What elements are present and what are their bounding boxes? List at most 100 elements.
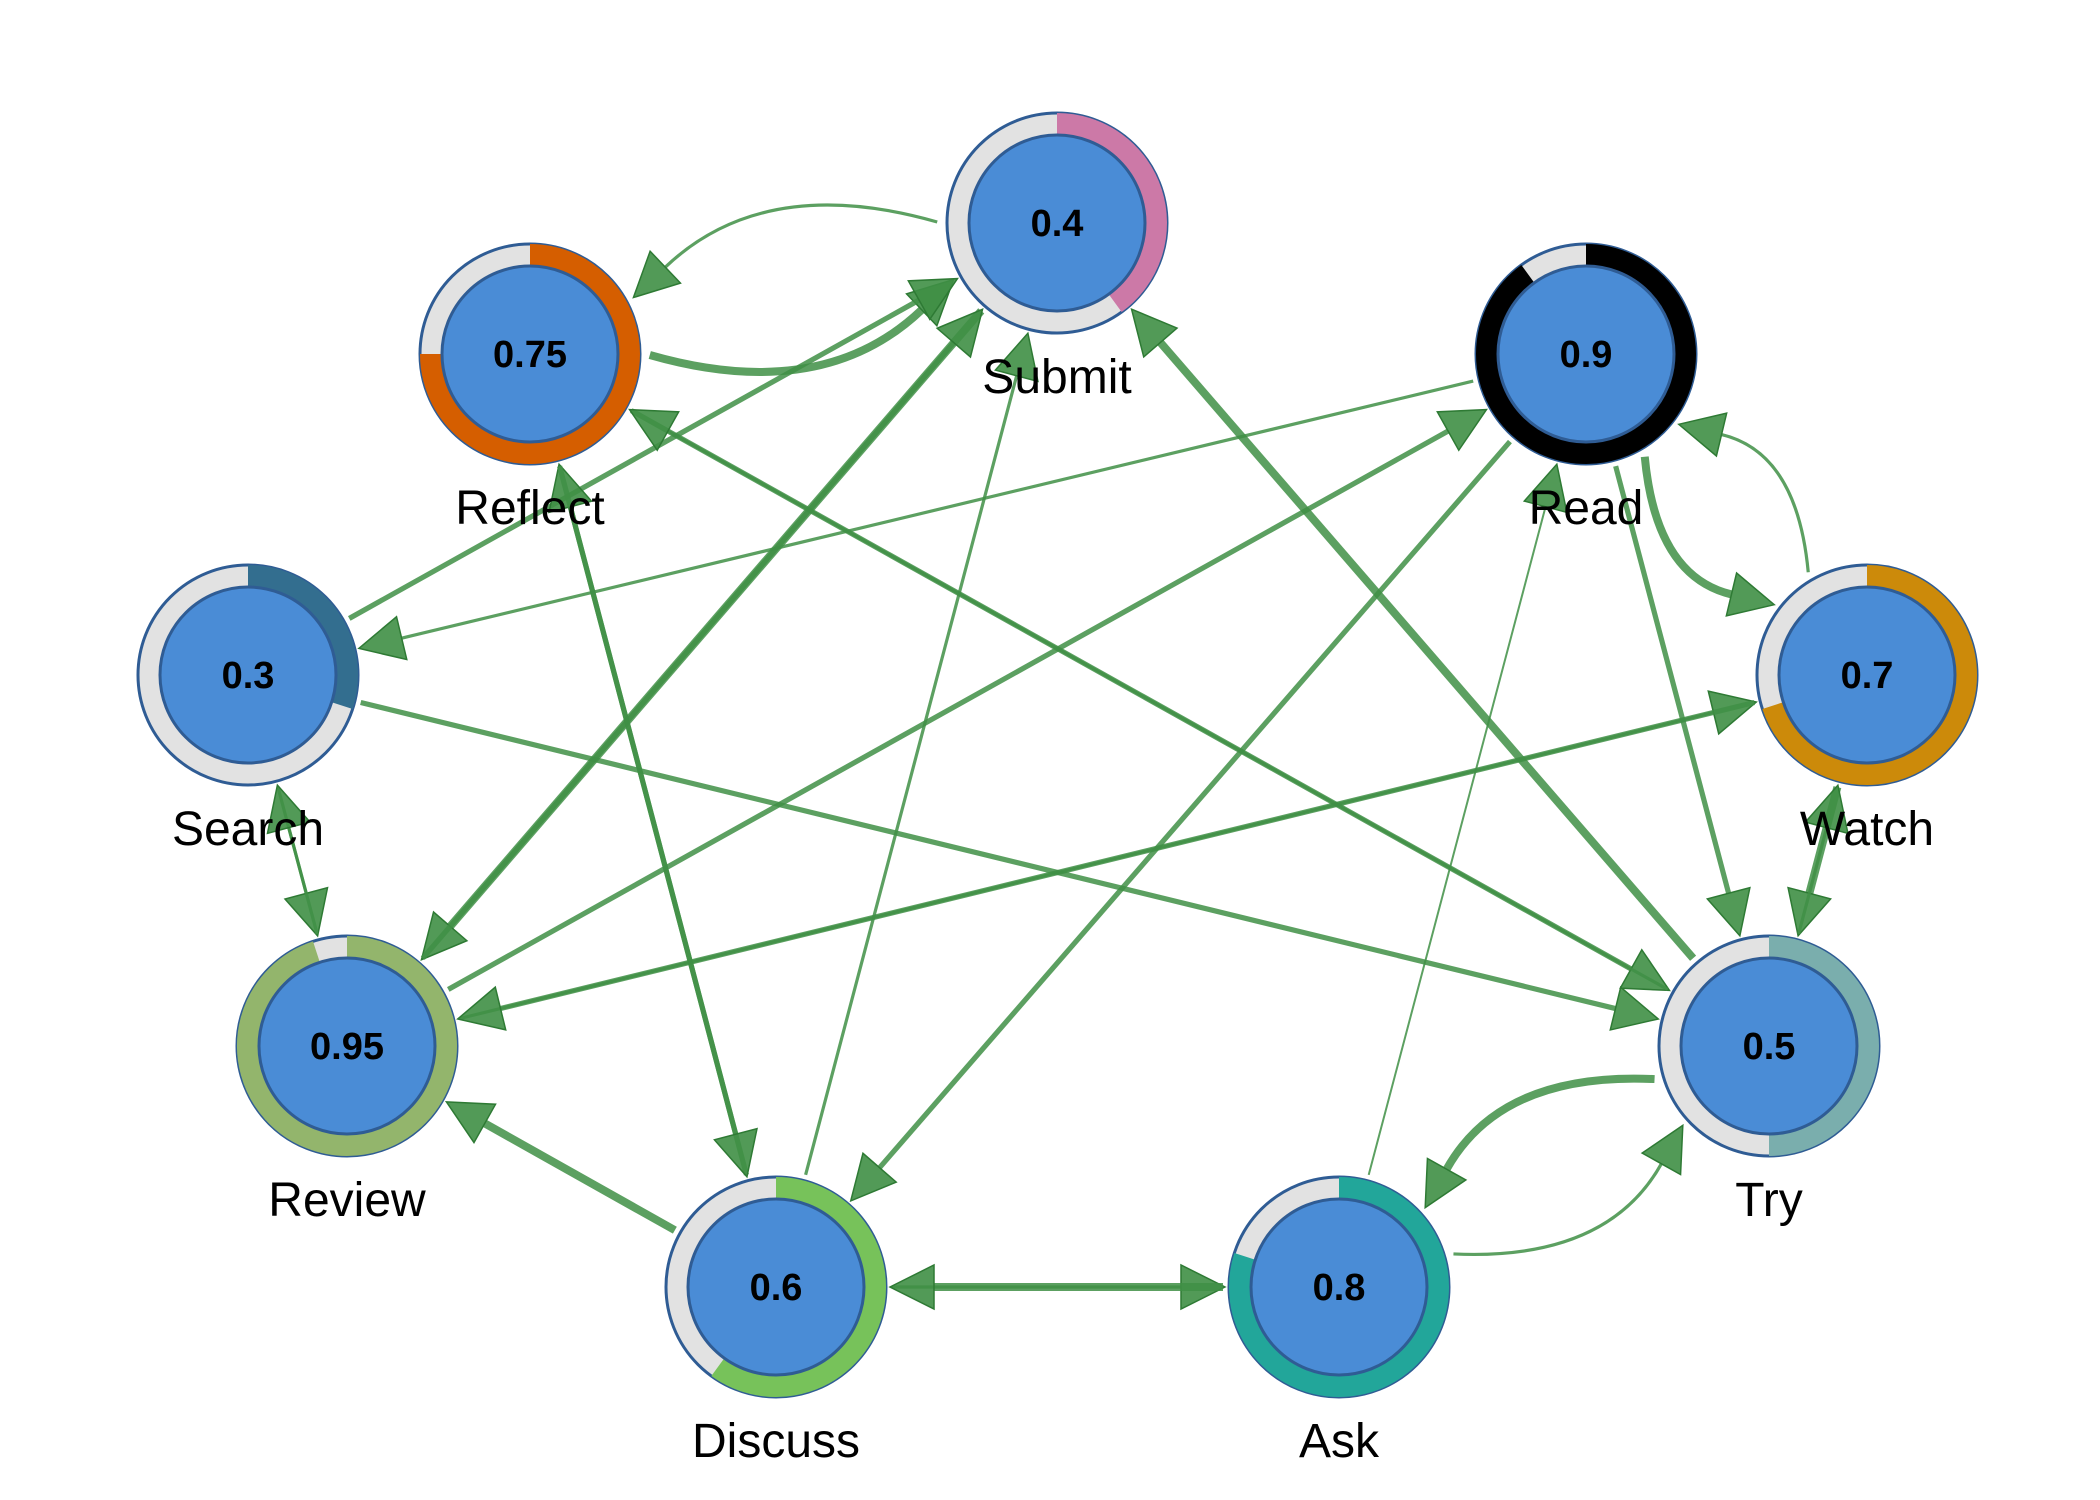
edge-line bbox=[877, 439, 1512, 1170]
node-value: 0.7 bbox=[1841, 655, 1894, 697]
node-label: Read bbox=[1529, 482, 1644, 535]
arrowhead-icon bbox=[628, 408, 680, 452]
node-value: 0.8 bbox=[1313, 1267, 1366, 1309]
node-label: Search bbox=[172, 803, 324, 856]
progress-ring bbox=[420, 244, 640, 464]
edge-line bbox=[420, 340, 956, 960]
edge-try-to-submit bbox=[1130, 307, 1697, 961]
node-value: 0.3 bbox=[222, 655, 275, 697]
edge-line bbox=[667, 429, 1669, 991]
node-core bbox=[1777, 585, 1957, 765]
arrowhead-icon bbox=[266, 783, 312, 835]
node-core bbox=[257, 956, 437, 1136]
edge-search-to-try bbox=[360, 699, 1660, 1031]
edge-watch-to-read bbox=[1677, 412, 1810, 573]
node-core bbox=[158, 585, 338, 765]
arrowhead-icon bbox=[994, 331, 1039, 383]
arrowhead-icon bbox=[456, 985, 507, 1031]
edge-try-to-watch bbox=[1797, 783, 1849, 935]
node-core bbox=[967, 133, 1147, 313]
arrowhead-icon bbox=[1424, 1157, 1468, 1210]
node-value: 0.9 bbox=[1560, 334, 1613, 376]
edge-review-to-submit bbox=[420, 308, 984, 960]
arrowhead-icon bbox=[1804, 783, 1849, 835]
node-core bbox=[440, 264, 620, 444]
edge-read-to-discuss bbox=[849, 439, 1512, 1203]
arrowhead-icon bbox=[1436, 408, 1488, 452]
node-value: 0.4 bbox=[1031, 203, 1084, 245]
node-label: Try bbox=[1735, 1174, 1803, 1227]
edge-line bbox=[287, 827, 319, 935]
edge-discuss-to-review bbox=[444, 1101, 677, 1234]
progress-ring bbox=[1762, 565, 1977, 785]
edge-reflect-to-discuss bbox=[557, 465, 758, 1179]
progress-ring bbox=[237, 936, 457, 1156]
node-value: 0.95 bbox=[310, 1026, 384, 1068]
edge-read-to-search bbox=[357, 379, 1474, 661]
node-label: Ask bbox=[1299, 1415, 1380, 1468]
node-value: 0.5 bbox=[1743, 1026, 1796, 1068]
progress-ring bbox=[711, 1177, 886, 1397]
progress-ring bbox=[1056, 113, 1167, 312]
edge-try-to-ask bbox=[1424, 1074, 1655, 1210]
edge-line bbox=[482, 1119, 677, 1234]
edge-line bbox=[347, 297, 921, 621]
arrowhead-icon bbox=[1725, 571, 1776, 617]
edge-line bbox=[499, 699, 1755, 1012]
edge-line bbox=[447, 428, 1450, 992]
arrowhead-icon bbox=[849, 1151, 898, 1203]
edge-read-to-watch bbox=[1640, 456, 1776, 617]
edge-ask-to-discuss bbox=[888, 1263, 1223, 1311]
arrowhead-icon bbox=[888, 1263, 935, 1311]
edge-line bbox=[1797, 827, 1829, 935]
edge-watch-to-review bbox=[456, 699, 1755, 1031]
arrowhead-icon bbox=[444, 1101, 497, 1144]
edges-layer bbox=[266, 203, 1849, 1311]
node-core bbox=[1679, 956, 1859, 1136]
arrowhead-icon bbox=[1130, 307, 1179, 359]
arrowhead-icon bbox=[1522, 462, 1568, 514]
node-core bbox=[686, 1197, 866, 1377]
arrowhead-icon bbox=[1705, 886, 1751, 938]
arrowhead-icon bbox=[713, 1127, 758, 1179]
edge-review-to-search bbox=[266, 783, 319, 935]
edge-ask-to-read bbox=[1367, 462, 1568, 1176]
arrowhead-icon bbox=[1677, 412, 1728, 458]
node-label: Watch bbox=[1800, 803, 1934, 856]
progress-ring bbox=[1229, 1177, 1449, 1397]
arrowhead-icon bbox=[1640, 1123, 1684, 1176]
progress-ring bbox=[1768, 936, 1879, 1156]
arrowhead-icon bbox=[907, 277, 959, 321]
node-label: Reflect bbox=[455, 482, 604, 535]
arrowhead-icon bbox=[1609, 985, 1660, 1031]
edge-line bbox=[1443, 1074, 1655, 1172]
node-value: 0.6 bbox=[750, 1267, 803, 1309]
arrowhead-icon bbox=[632, 249, 682, 299]
edge-line bbox=[557, 465, 739, 1135]
edge-line bbox=[804, 375, 1019, 1176]
node-label: Discuss bbox=[692, 1415, 860, 1468]
node-core bbox=[1249, 1197, 1429, 1377]
edge-line bbox=[1367, 506, 1547, 1176]
arrowhead-icon bbox=[357, 615, 408, 661]
progress-ring bbox=[247, 565, 358, 709]
arrowhead-icon bbox=[935, 308, 984, 359]
edge-line bbox=[1640, 456, 1733, 599]
node-core bbox=[1496, 264, 1676, 444]
edge-review-to-read bbox=[447, 408, 1488, 992]
edge-reflect-to-submit bbox=[648, 278, 955, 376]
edge-discuss-to-submit bbox=[804, 331, 1039, 1176]
edge-line bbox=[1157, 339, 1697, 961]
edge-line bbox=[401, 379, 1474, 640]
